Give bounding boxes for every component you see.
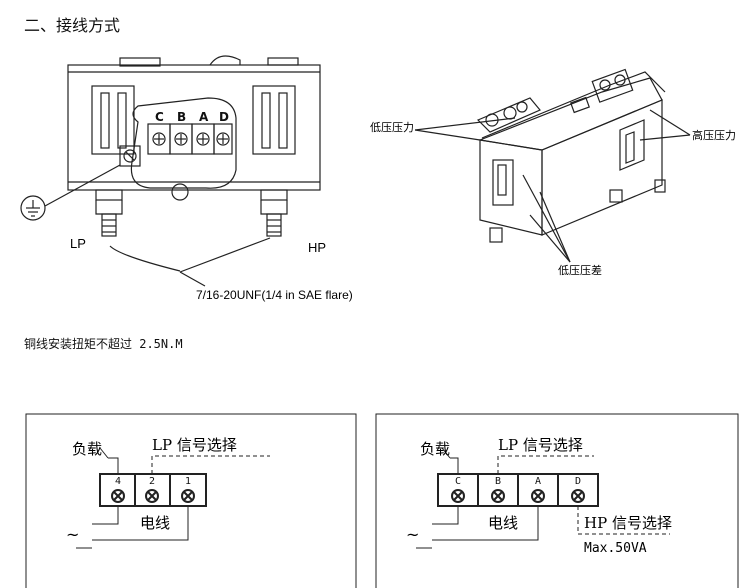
hp-signal-label: HP 信号选择 xyxy=(584,514,672,532)
load-label-right: 负载 xyxy=(420,440,450,458)
lp-port-label: LP xyxy=(70,236,86,251)
wiring-diagram-left: 4 2 1 负载 LP 信号选择 电线 ~ xyxy=(25,413,357,588)
power-label-right: 电线 xyxy=(488,514,518,532)
thread-spec-label: 7/16-20UNF(1/4 in SAE flare) xyxy=(196,288,353,302)
terminal-c-label: C xyxy=(455,476,461,487)
low-diff-label: 低压压差 xyxy=(558,263,602,277)
terminal-d-label: D xyxy=(575,476,581,487)
isometric-view-figure: 低压压力 高压压力 低压压差 xyxy=(370,68,736,277)
section-heading: 二、接线方式 xyxy=(24,16,121,35)
terminal-4-label: 4 xyxy=(115,476,121,487)
terminal-2-label: 2 xyxy=(149,476,155,487)
front-view-figure: C B A D LP HP 7/16-20UNF(1/4 in SAE flar… xyxy=(20,55,353,302)
low-pressure-label: 低压压力 xyxy=(370,121,414,134)
ac-symbol: ~ xyxy=(66,525,79,544)
terminal-a-label: A xyxy=(535,476,541,487)
lp-signal-label-right: LP 信号选择 xyxy=(498,436,583,454)
high-pressure-label: 高压压力 xyxy=(692,128,736,142)
ac-symbol-right: ~ xyxy=(406,525,419,544)
terminal-b-label: B xyxy=(495,476,501,487)
wiring-diagram-right: C B A D 负载 LP 信号选择 电线 ~ HP 信号选择 Max.50VA xyxy=(375,413,739,588)
lp-signal-label: LP 信号选择 xyxy=(152,436,237,454)
terminal-label-b: B xyxy=(177,110,186,124)
rating-label: Max.50VA xyxy=(584,541,647,556)
power-label: 电线 xyxy=(140,514,170,532)
terminal-label-d: D xyxy=(219,110,229,124)
load-label: 负载 xyxy=(72,440,102,458)
terminal-label-a: A xyxy=(199,110,209,124)
terminal-1-label: 1 xyxy=(185,476,191,487)
torque-note: 铜线安装扭矩不超过 2.5N.M xyxy=(24,337,183,351)
hp-port-label: HP xyxy=(308,240,326,255)
terminal-label-c: C xyxy=(155,110,164,124)
